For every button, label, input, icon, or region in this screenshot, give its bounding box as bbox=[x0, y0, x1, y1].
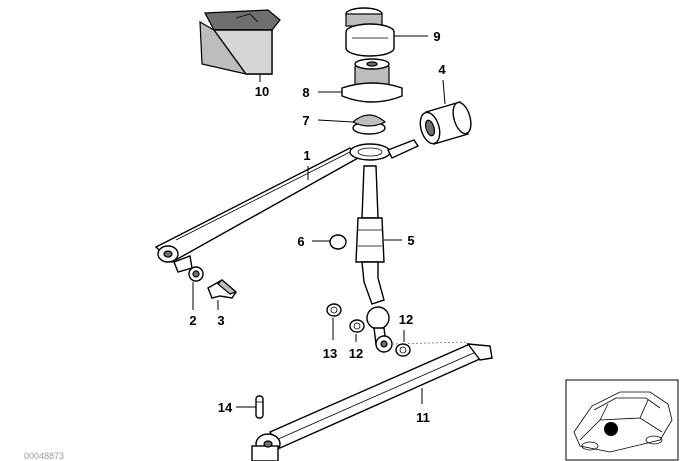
part-3-clip bbox=[207, 279, 238, 299]
part-8-mount bbox=[341, 58, 403, 103]
part-11-selector-rod bbox=[251, 343, 493, 461]
label-9: 9 bbox=[433, 29, 440, 44]
label-8: 8 bbox=[302, 85, 309, 100]
watermark-number: 00048873 bbox=[24, 451, 64, 461]
label-1: 1 bbox=[303, 148, 310, 163]
part-12-washer-right bbox=[395, 343, 411, 357]
label-6: 6 bbox=[297, 234, 304, 249]
part-9-bearing bbox=[345, 7, 395, 57]
part-10-cover bbox=[199, 9, 281, 75]
label-12-right: 12 bbox=[399, 312, 413, 327]
part-14-pin bbox=[255, 395, 264, 419]
label-12-left: 12 bbox=[349, 346, 363, 361]
label-11: 11 bbox=[416, 410, 430, 425]
label-3: 3 bbox=[217, 313, 224, 328]
label-10: 10 bbox=[255, 84, 269, 99]
label-2: 2 bbox=[189, 313, 196, 328]
label-7: 7 bbox=[302, 113, 309, 128]
part-13-washer bbox=[326, 303, 342, 317]
part-6-disc bbox=[329, 234, 347, 250]
part-12-washer-left bbox=[349, 319, 365, 333]
part-4-bushing bbox=[419, 101, 472, 145]
part-7-washer bbox=[351, 114, 387, 135]
location-marker-dot bbox=[604, 422, 618, 436]
part-2-bushing bbox=[188, 266, 204, 282]
label-5: 5 bbox=[407, 233, 414, 248]
vehicle-location-inset bbox=[565, 379, 679, 461]
label-4: 4 bbox=[438, 62, 446, 77]
part-5-shift-rod bbox=[355, 165, 393, 353]
label-14: 14 bbox=[218, 400, 233, 415]
label-13: 13 bbox=[323, 346, 337, 361]
